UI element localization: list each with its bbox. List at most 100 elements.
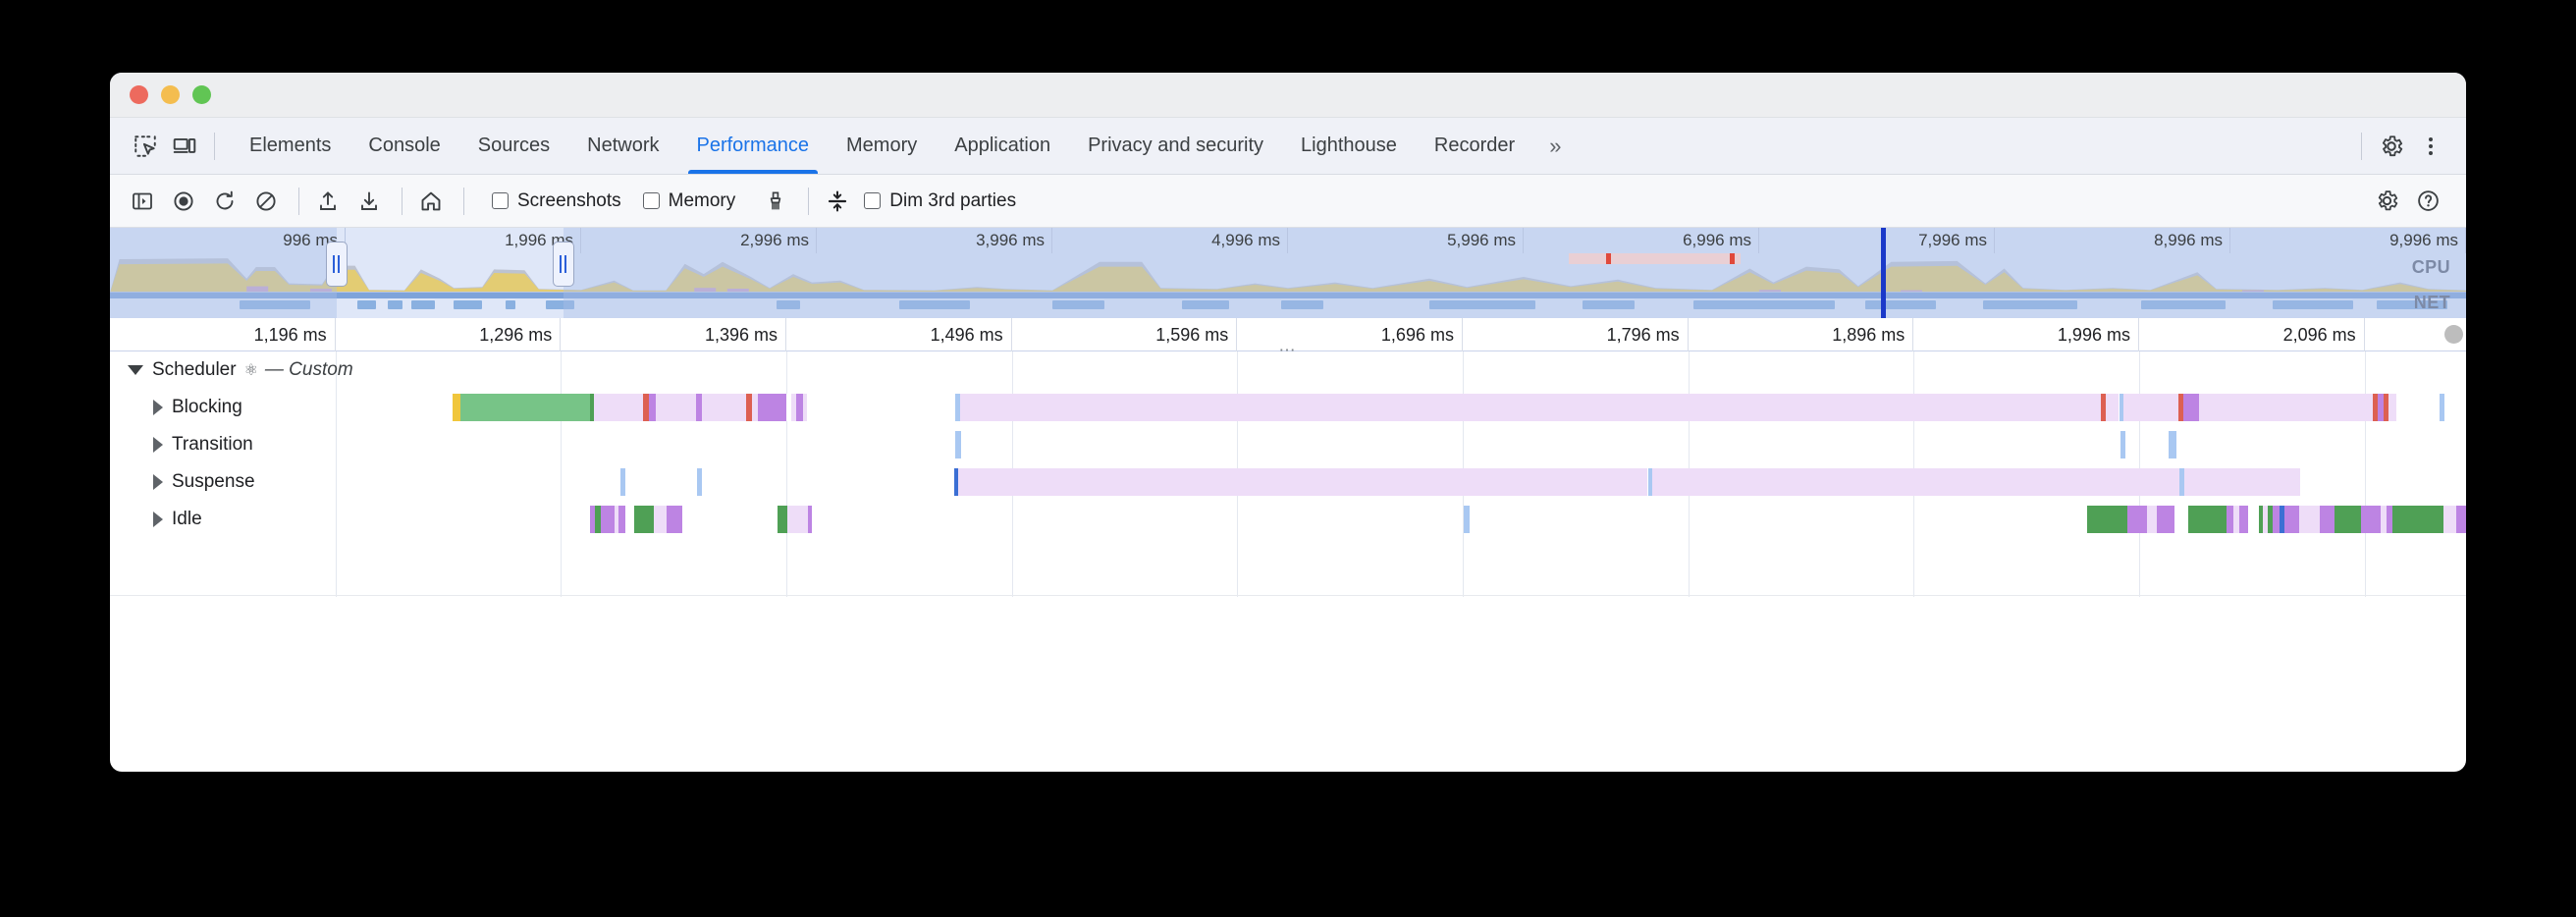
tab-performance[interactable]: Performance — [678, 118, 829, 174]
settings-gear-icon[interactable] — [2372, 127, 2411, 166]
flame-segment[interactable] — [2087, 506, 2127, 533]
flame-segment[interactable] — [2119, 394, 2123, 421]
flame-segment[interactable] — [2182, 394, 2199, 421]
chevron-right-icon[interactable] — [153, 437, 163, 453]
tab-application[interactable]: Application — [954, 135, 1051, 156]
timeline-ruler[interactable]: 22,096 ms1,996 ms1,896 ms1,796 ms1,696 m… — [110, 318, 2466, 351]
flame-segment[interactable] — [2258, 506, 2263, 533]
flame-segment[interactable] — [2126, 506, 2147, 533]
flame-segment[interactable] — [777, 506, 788, 533]
flame-segment[interactable] — [2122, 394, 2179, 421]
flame-segment[interactable] — [2262, 506, 2268, 533]
flame-segment[interactable] — [452, 394, 460, 421]
tab-privacy-and-security[interactable]: Privacy and security — [1088, 135, 1264, 156]
timeline-scrollbar-thumb[interactable] — [2444, 325, 2463, 344]
flame-segment[interactable] — [2372, 394, 2378, 421]
flame-segment[interactable] — [1652, 468, 2300, 496]
overview-window-handle-left[interactable] — [325, 242, 348, 287]
minimize-window-button[interactable] — [161, 85, 180, 104]
flame-segment[interactable] — [2267, 506, 2274, 533]
flame-segment[interactable] — [2377, 394, 2384, 421]
chevron-right-icon[interactable] — [153, 474, 163, 490]
tab-elements[interactable]: Elements — [249, 135, 332, 156]
save-profile-icon[interactable] — [350, 183, 388, 220]
flame-segment[interactable] — [2361, 506, 2382, 533]
flame-segment[interactable] — [1464, 506, 1470, 533]
flame-segment[interactable] — [589, 394, 595, 421]
flame-segment[interactable] — [2156, 506, 2174, 533]
flame-segment[interactable] — [649, 394, 656, 421]
flame-segment[interactable] — [2179, 468, 2185, 496]
flame-segment[interactable] — [791, 394, 796, 421]
track-label-suspense[interactable]: Suspense — [110, 463, 255, 501]
capture-settings-icon[interactable] — [2368, 183, 2405, 220]
flame-segment[interactable] — [958, 468, 1648, 496]
flame-segment[interactable] — [807, 506, 813, 533]
trash-brush-icon[interactable] — [757, 183, 794, 220]
flame-segment[interactable] — [758, 394, 787, 421]
flame-segment[interactable] — [752, 394, 759, 421]
flame-segment[interactable] — [655, 394, 696, 421]
flame-segment[interactable] — [2334, 506, 2362, 533]
chevron-right-icon[interactable] — [153, 400, 163, 415]
tab-memory[interactable]: Memory — [846, 135, 918, 156]
track-label-idle[interactable]: Idle — [110, 501, 202, 538]
flame-segment[interactable] — [2456, 506, 2466, 533]
flame-segment[interactable] — [595, 506, 602, 533]
flame-segment[interactable] — [953, 468, 959, 496]
screenshots-checkbox-box[interactable] — [492, 192, 509, 209]
flame-segment[interactable] — [746, 394, 753, 421]
flame-segment[interactable] — [803, 394, 807, 421]
flame-segment[interactable] — [2188, 506, 2227, 533]
flame-segment[interactable] — [2386, 506, 2393, 533]
flame-segment[interactable] — [2238, 506, 2248, 533]
flame-segment[interactable] — [2232, 506, 2239, 533]
flame-segment[interactable] — [2100, 394, 2107, 421]
collapse-tracks-icon[interactable] — [819, 183, 856, 220]
maximize-window-button[interactable] — [192, 85, 211, 104]
tab-recorder[interactable]: Recorder — [1433, 135, 1516, 156]
load-profile-icon[interactable] — [309, 183, 347, 220]
flame-segment[interactable] — [2280, 506, 2284, 533]
flame-segment[interactable] — [2442, 506, 2457, 533]
tab-lighthouse[interactable]: Lighthouse — [1301, 135, 1397, 156]
flame-segment[interactable] — [786, 394, 792, 421]
flame-segment[interactable] — [2283, 506, 2300, 533]
flame-segment[interactable] — [955, 394, 961, 421]
device-toolbar-icon[interactable] — [165, 127, 204, 166]
flame-segment[interactable] — [2392, 506, 2443, 533]
flame-segment[interactable] — [2198, 394, 2373, 421]
flame-segment[interactable] — [955, 431, 962, 458]
flame-segment[interactable] — [2226, 506, 2233, 533]
close-window-button[interactable] — [130, 85, 148, 104]
flame-segment[interactable] — [642, 394, 650, 421]
flame-segment[interactable] — [2381, 506, 2387, 533]
track-group-scheduler[interactable]: Scheduler ⚛ — Custom — [110, 351, 2466, 389]
flame-segment[interactable] — [601, 506, 615, 533]
flame-segment[interactable] — [459, 394, 590, 421]
flame-segment[interactable] — [695, 394, 703, 421]
flame-segment[interactable] — [960, 394, 2101, 421]
track-row-suspense[interactable]: Suspense — [110, 463, 2466, 501]
tab-console[interactable]: Console — [368, 135, 441, 156]
more-tabs-icon[interactable]: » — [1549, 133, 1562, 158]
flame-segment[interactable] — [1647, 468, 1653, 496]
flame-segment[interactable] — [2106, 394, 2120, 421]
chevron-down-icon[interactable] — [128, 365, 143, 375]
flame-segment[interactable] — [2273, 506, 2281, 533]
toggle-sidebar-icon[interactable] — [124, 183, 161, 220]
tab-sources[interactable]: Sources — [477, 135, 551, 156]
track-label-blocking[interactable]: Blocking — [110, 389, 242, 426]
reload-and-record-icon[interactable] — [206, 183, 243, 220]
chevron-right-icon[interactable] — [153, 512, 163, 527]
flame-segment[interactable] — [2383, 394, 2389, 421]
help-icon[interactable] — [2409, 183, 2446, 220]
flame-segment[interactable] — [2178, 394, 2183, 421]
flame-segment[interactable] — [589, 506, 596, 533]
flame-segment[interactable] — [795, 394, 804, 421]
flame-segment[interactable] — [2146, 506, 2157, 533]
resize-grip[interactable]: ⋯ — [1278, 341, 1298, 359]
record-icon[interactable] — [165, 183, 202, 220]
